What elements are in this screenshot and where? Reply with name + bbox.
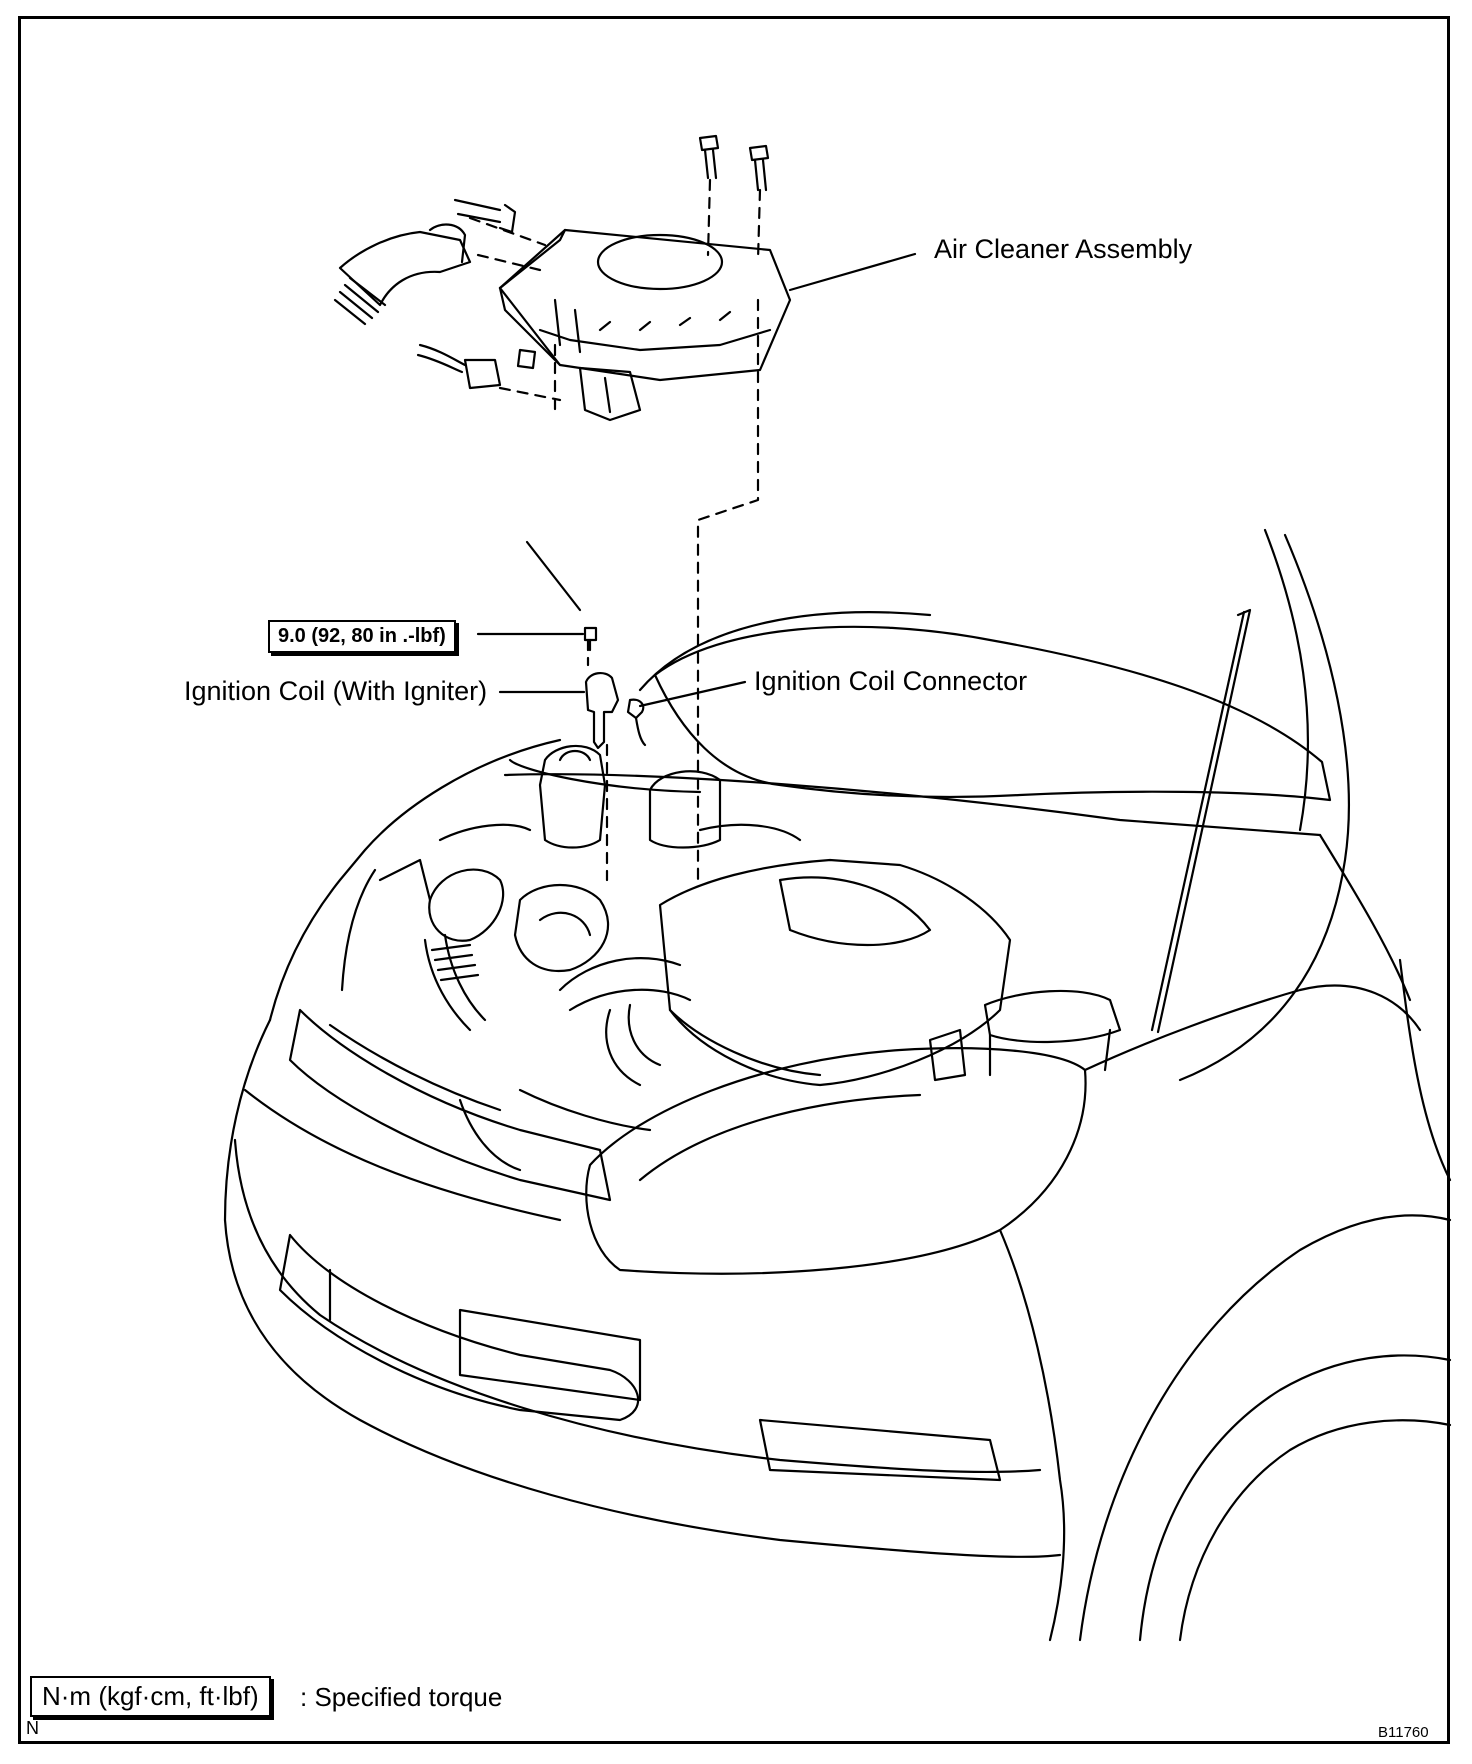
- hood-prop-rod: [1156, 608, 1252, 1034]
- car-body: [223, 528, 1452, 1642]
- intake-manifold: [513, 883, 610, 973]
- intake-duct: [333, 198, 517, 326]
- torque-legend-description: : Specified torque: [300, 1682, 503, 1712]
- reservoir-left: [538, 744, 607, 849]
- right-fender: [1083, 984, 1422, 1072]
- washer-reservoir: [983, 989, 1122, 1044]
- figure-id: B11760: [1378, 1724, 1429, 1741]
- leader-air-cleaner: [788, 252, 917, 292]
- air-cleaner-assembly: [498, 228, 792, 422]
- ignition-coil-parts: [583, 626, 647, 750]
- coil-connector: [626, 698, 645, 720]
- front-bumper: [223, 1018, 1062, 1558]
- leader-lines: [476, 252, 917, 708]
- fog-lamp: [758, 1418, 1002, 1482]
- air-cleaner-lid-dome: [596, 233, 724, 291]
- headlamp: [585, 1047, 1087, 1275]
- hose-clamp: [516, 348, 537, 370]
- diagram-frame: [18, 16, 1450, 1744]
- torque-spec-box: 9.0 (92, 80 in .-lbf): [268, 620, 456, 653]
- ignition-coil-connector-label: Ignition Coil Connector: [754, 666, 1028, 696]
- engine-bay: [378, 744, 1122, 1172]
- windshield-edge: [1178, 533, 1350, 1082]
- grille: [288, 1008, 612, 1202]
- left-fender: [268, 738, 562, 1022]
- ignition-coil-label: Ignition Coil (With Igniter): [184, 676, 488, 706]
- wheel-arch: [1078, 1214, 1452, 1642]
- leader-connector: [638, 680, 747, 708]
- lower-intake: [278, 1233, 640, 1422]
- alignment-dashes: [468, 178, 762, 882]
- engine-cover: [658, 858, 1012, 1087]
- corner-mark: N: [26, 1718, 39, 1738]
- tire: [1138, 1354, 1452, 1642]
- coil-bolt: [583, 626, 598, 642]
- sensor-connector: [416, 343, 502, 390]
- ignition-coil: [584, 672, 620, 750]
- air-hose: [428, 868, 505, 942]
- torque-legend-box: N·m (kgf·cm, ft·lbf): [30, 1676, 271, 1717]
- air-cleaner-assembly-label: Air Cleaner Assembly: [934, 234, 1193, 264]
- hood-panel: [653, 625, 1332, 802]
- small-hose: [453, 198, 502, 224]
- license-plate-area: [458, 1308, 642, 1402]
- air-flow-meter: [578, 366, 642, 422]
- hose-clip: [498, 203, 517, 234]
- air-cleaner-bolts: [698, 134, 770, 192]
- reservoir-center: [648, 770, 722, 849]
